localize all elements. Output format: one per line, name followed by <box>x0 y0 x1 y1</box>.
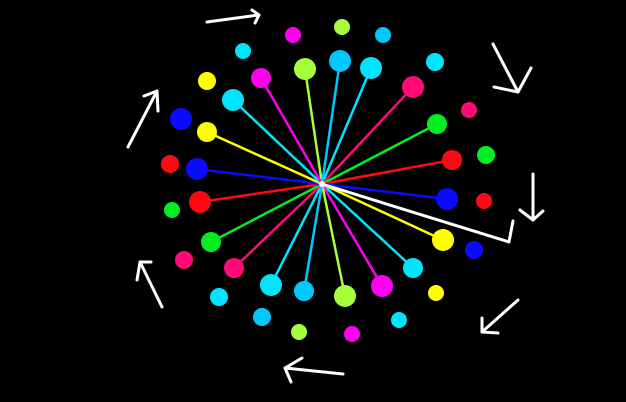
arrow-bottom-right-icon[interactable] <box>480 298 520 335</box>
spoke-8-inner-dot[interactable] <box>432 229 454 251</box>
outer-dot-11[interactable] <box>476 193 492 209</box>
spoke-19-line <box>232 99 323 185</box>
spoke-7-line <box>321 182 448 201</box>
spoke-14-line <box>233 183 323 269</box>
spoke-11-line <box>320 183 347 297</box>
outer-dot-14[interactable] <box>210 288 228 306</box>
outer-dot-9[interactable] <box>477 146 495 164</box>
outer-dot-7[interactable] <box>461 102 477 118</box>
center-hub <box>319 181 325 187</box>
spoke-1-inner-dot[interactable] <box>294 58 316 80</box>
spoke-13-line <box>269 183 324 286</box>
arrow-bottom-left-icon[interactable] <box>135 260 164 309</box>
spoke-18-inner-dot[interactable] <box>197 122 217 142</box>
spoke-10-line <box>320 183 384 287</box>
spoke-4-inner-dot[interactable] <box>402 76 424 98</box>
outer-dot-3[interactable] <box>334 19 350 35</box>
outer-dot-5[interactable] <box>198 72 216 90</box>
outer-dot-10[interactable] <box>161 155 179 173</box>
spoke-9-line <box>321 183 414 269</box>
spoke-6-inner-dot[interactable] <box>442 150 462 170</box>
outer-dot-1[interactable] <box>235 43 251 59</box>
spoke-3-inner-dot[interactable] <box>360 57 382 79</box>
spoke-18-line <box>206 130 323 186</box>
spoke-14-inner-dot[interactable] <box>224 258 244 278</box>
spoke-5-inner-dot[interactable] <box>427 114 447 134</box>
outer-dot-12[interactable] <box>164 202 180 218</box>
spoke-5-line <box>321 122 438 186</box>
spoke-17-line <box>196 167 323 186</box>
outer-dot-13[interactable] <box>175 251 193 269</box>
outer-dots-layer <box>161 19 495 342</box>
outer-dot-19[interactable] <box>428 285 444 301</box>
arrow-bottom-icon[interactable] <box>283 356 345 384</box>
spoke-10-inner-dot[interactable] <box>371 275 393 297</box>
outer-dot-8[interactable] <box>170 108 192 130</box>
spoke-9-inner-dot[interactable] <box>403 258 423 278</box>
spoke-7-inner-dot[interactable] <box>436 188 458 210</box>
spoke-12-line <box>302 183 324 292</box>
spoke-2-inner-dot[interactable] <box>329 50 351 72</box>
outer-dot-6[interactable] <box>426 53 444 71</box>
spokes-layer <box>196 60 453 297</box>
spoke-16-line <box>199 182 323 204</box>
spoke-6-line <box>321 158 453 186</box>
spoke-11-inner-dot[interactable] <box>334 285 356 307</box>
spoke-2-line <box>320 60 342 185</box>
spoke-20-line <box>259 77 324 185</box>
outer-dot-4[interactable] <box>375 27 391 43</box>
arrow-top-icon[interactable] <box>205 8 261 25</box>
spoke-12-inner-dot[interactable] <box>294 281 314 301</box>
spoke-15-line <box>210 182 323 244</box>
spoke-1-line <box>303 68 324 185</box>
spoke-13-inner-dot[interactable] <box>260 274 282 296</box>
spoke-8-line <box>321 182 444 242</box>
inner-dots-layer <box>186 50 462 307</box>
spoke-16-inner-dot[interactable] <box>189 191 211 213</box>
arrow-right-icon[interactable] <box>518 172 545 222</box>
pointer-layer <box>319 181 515 244</box>
outer-dot-17[interactable] <box>344 326 360 342</box>
spoke-4-line <box>321 86 414 185</box>
spoke-15-inner-dot[interactable] <box>201 232 221 252</box>
outer-dot-18[interactable] <box>391 312 407 328</box>
spoke-19-inner-dot[interactable] <box>222 89 244 111</box>
outer-dot-15[interactable] <box>253 308 271 326</box>
spoke-3-line <box>320 67 373 185</box>
outer-dot-2[interactable] <box>285 27 301 43</box>
arrow-left-icon[interactable] <box>126 89 160 149</box>
spoke-17-inner-dot[interactable] <box>186 158 208 180</box>
arrow-top-right-icon[interactable] <box>491 42 533 94</box>
outer-dot-16[interactable] <box>291 324 307 340</box>
spoke-20-inner-dot[interactable] <box>251 68 271 88</box>
outer-dot-20[interactable] <box>465 241 483 259</box>
rotation-arrows-layer <box>126 8 545 384</box>
pointer-hand[interactable] <box>320 182 515 244</box>
